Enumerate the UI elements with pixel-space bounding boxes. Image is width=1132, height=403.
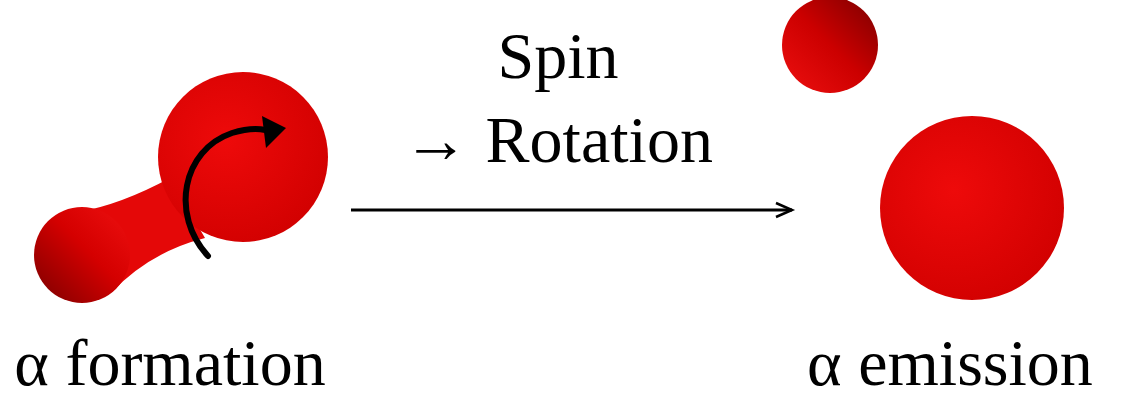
figure-group: α formation [1,20,339,400]
process-label: Spin [358,20,758,93]
figure-caption: α emission [796,327,1104,400]
process-label: → Rotation [358,104,758,177]
figure-group: α emission [796,0,1104,400]
figure-caption: α formation [1,327,339,400]
process-arrow [351,203,792,217]
